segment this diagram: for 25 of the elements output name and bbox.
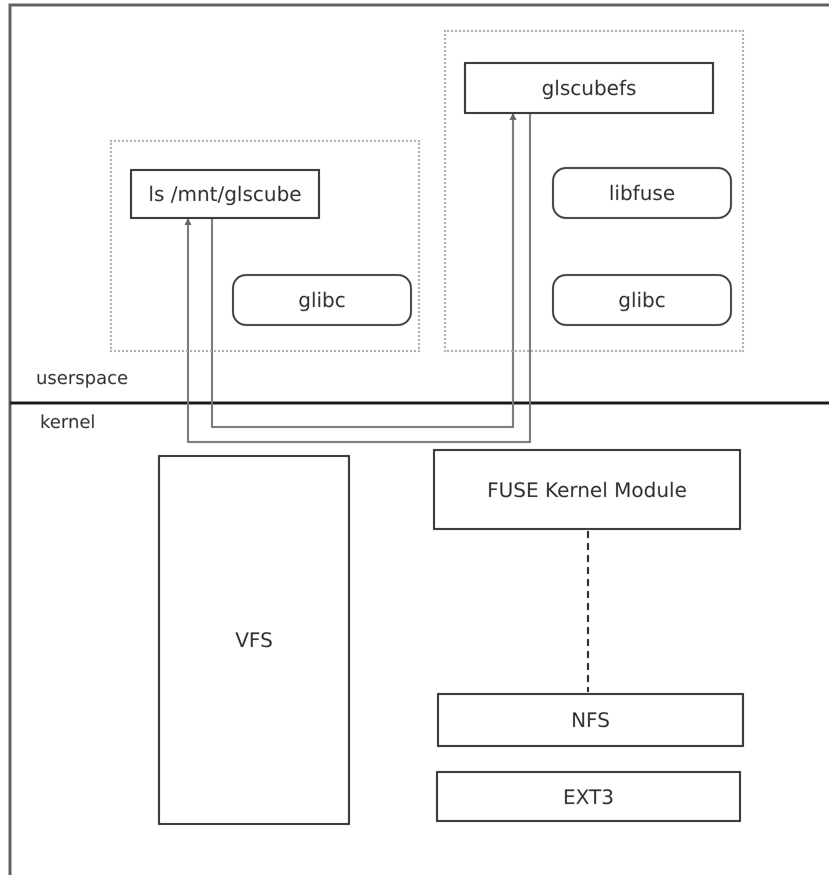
- process-box: [436, 771, 741, 822]
- arrow: [184, 112, 531, 443]
- layer-box: [232, 274, 412, 326]
- connector-line: [587, 531, 589, 692]
- node-label: glibc: [298, 288, 346, 312]
- layer-box: [552, 274, 732, 326]
- arrow: [211, 113, 516, 428]
- process-box: [433, 449, 741, 530]
- node-label: NFS: [571, 708, 610, 732]
- process-box: [464, 62, 714, 114]
- node-label: ls /mnt/glscube: [148, 182, 302, 206]
- process-box: [158, 455, 350, 825]
- process-box: [437, 693, 744, 747]
- process-group: [110, 140, 420, 352]
- process-box: [130, 169, 320, 219]
- node-label: VFS: [235, 628, 273, 652]
- region-label: userspace: [36, 368, 128, 389]
- node-label: FUSE Kernel Module: [487, 478, 687, 502]
- node-label: glscubefs: [542, 76, 636, 100]
- layer-box: [552, 167, 732, 219]
- region-label: kernel: [40, 412, 96, 433]
- node-label: libfuse: [608, 181, 676, 205]
- node-label: EXT3: [563, 784, 614, 808]
- process-group: [444, 30, 744, 352]
- node-label: glibc: [618, 288, 666, 312]
